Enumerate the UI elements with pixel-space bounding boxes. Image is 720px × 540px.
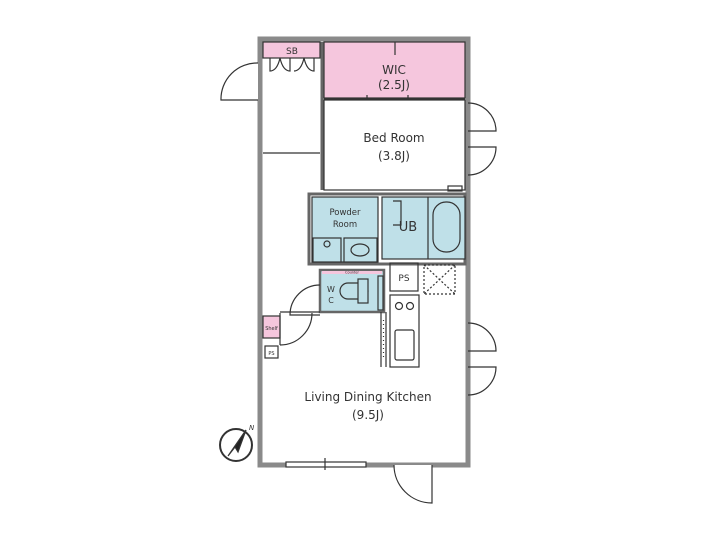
sb-label: SB: [286, 47, 298, 57]
bedroom-label: Bed Room: [363, 131, 424, 145]
window: [285, 461, 367, 468]
ldk-window-doors[interactable]: [467, 322, 497, 396]
ldk-size: (9.5J): [352, 408, 384, 422]
ps-label: PS: [398, 274, 409, 284]
ub-door[interactable]: [393, 200, 402, 226]
wc-label-1: W: [327, 285, 335, 294]
hall-door[interactable]: [279, 312, 313, 346]
entrance-door[interactable]: [220, 62, 259, 101]
stove-burner: [405, 301, 415, 311]
small-ps: [264, 345, 279, 359]
washer-space: [312, 237, 342, 263]
balcony-door[interactable]: [393, 464, 433, 504]
powder-label-2: Room: [333, 220, 357, 230]
powder-label-1: Powder: [329, 208, 361, 218]
kitchen-sink: [394, 329, 415, 361]
bedroom-size: (3.8J): [378, 149, 410, 163]
ub-label: UB: [399, 220, 417, 235]
sb-folding-door[interactable]: [269, 57, 315, 72]
stove-burner: [394, 301, 404, 311]
wc-door[interactable]: [289, 284, 321, 316]
bedroom: [323, 99, 466, 191]
wic-size: (2.5J): [378, 78, 410, 92]
unit-bath: [381, 196, 466, 260]
compass-north-label: N: [249, 424, 255, 432]
counter-label: Counter: [345, 271, 360, 275]
pipe-space: [389, 262, 419, 292]
counter: [322, 271, 382, 274]
sb-closet: [262, 41, 321, 59]
bedroom-window-doors[interactable]: [467, 102, 497, 176]
compass: [219, 428, 253, 462]
kitchen-counter: [389, 294, 420, 368]
north-arrow-icon: [227, 429, 247, 457]
shaft: [423, 264, 456, 295]
wash-basin: [343, 237, 378, 263]
wic-label: WIC: [382, 63, 406, 77]
bathtub: [432, 201, 461, 253]
wc-label-2: C: [328, 296, 334, 305]
ldk-label: Living Dining Kitchen: [304, 390, 431, 404]
outlet-e: [447, 185, 463, 192]
small-ps-label: PS: [268, 351, 274, 357]
shelf-label: Shelf: [265, 326, 278, 332]
